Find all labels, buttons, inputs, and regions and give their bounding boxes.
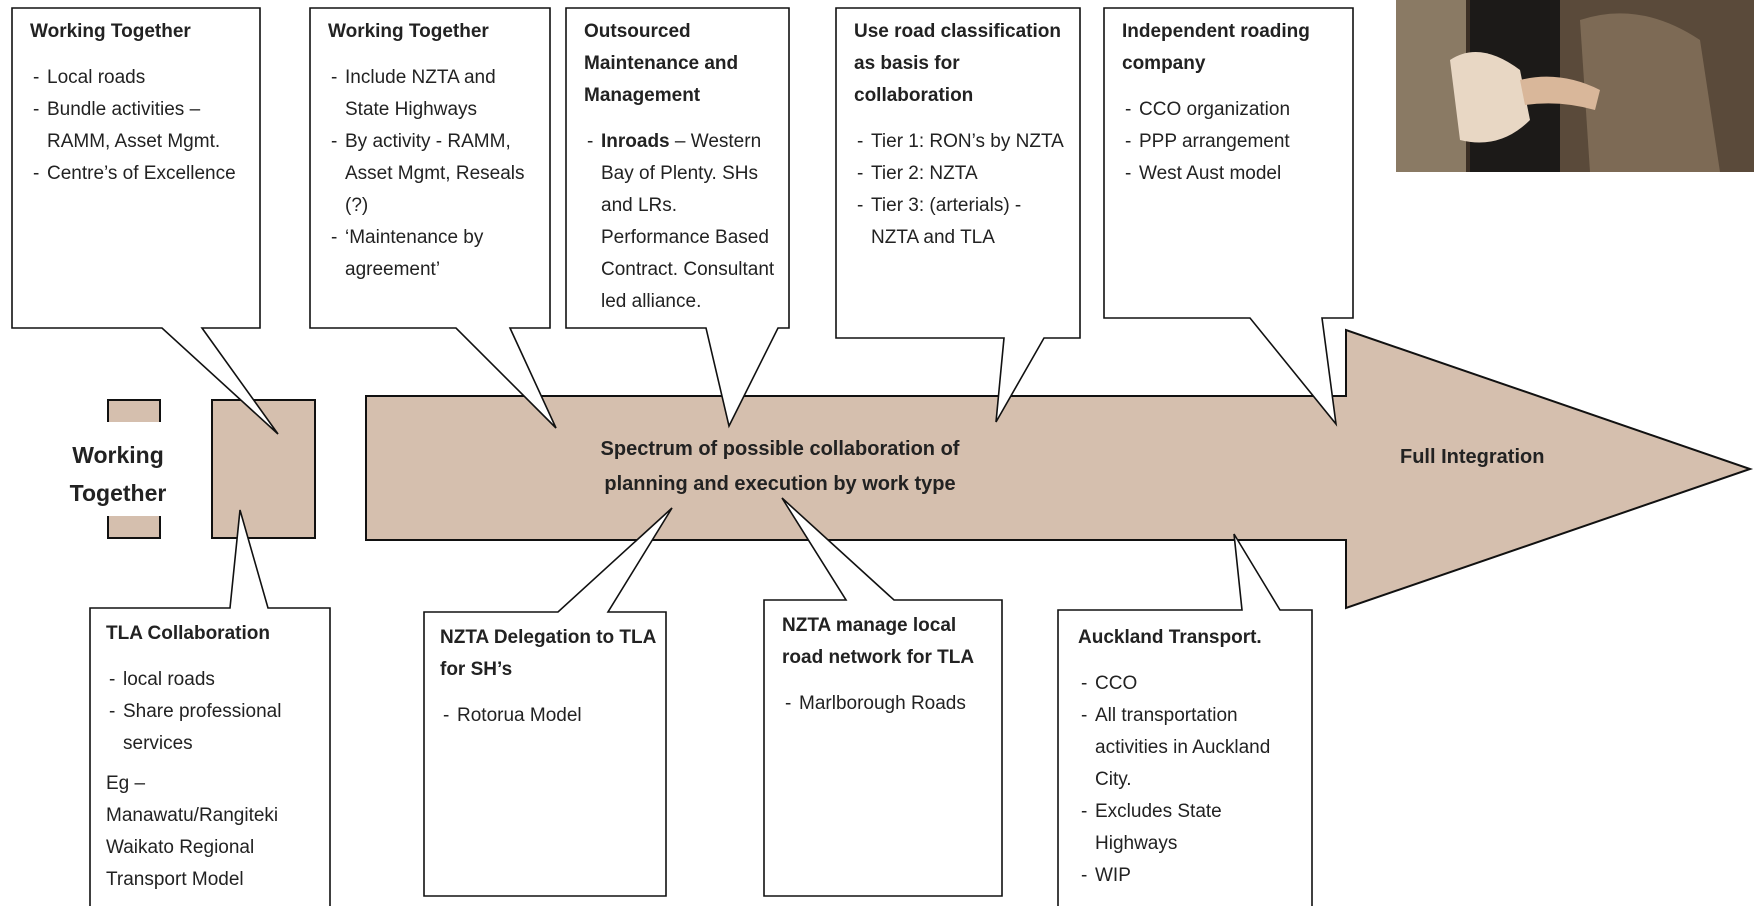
list-item: Rotorua Model [440,700,660,732]
list-item: Marlborough Roads [782,688,994,720]
spectrum-center-text: Spectrum of possible collaboration of pl… [560,432,1000,502]
spectrum-text-line2: planning and execution by work type [604,473,956,495]
working-together-label: Working Together [50,436,186,512]
inroads-description: – Western Bay of Plenty. SHs and LRs. Pe… [601,131,775,312]
callout-title: Working Together [30,21,191,42]
callout-list: Local roads Bundle activities – RAMM, As… [30,62,252,190]
callout-title: Independent roading company [1122,21,1310,74]
list-item: Centre’s of Excellence [30,158,252,190]
callout-list: Marlborough Roads [782,688,994,720]
callout-list: Tier 1: RON’s by NZTA Tier 2: NZTA Tier … [854,126,1072,254]
list-item: All transportation activities in Aucklan… [1078,700,1306,796]
callout-title: TLA Collaboration [106,623,270,644]
list-item: West Aust model [1122,158,1348,190]
list-item: ‘Maintenance by agreement’ [328,222,542,286]
photo-image [1396,0,1754,173]
list-item: local roads [106,664,322,696]
spectrum-text-line1: Spectrum of possible collaboration of [600,438,960,460]
callout-title: Outsourced Maintenance and Management [584,21,739,106]
list-item: Tier 1: RON’s by NZTA [854,126,1072,158]
full-integration-label: Full Integration [1400,446,1545,468]
list-item: CCO [1078,668,1306,700]
callout-list: Include NZTA and State Highways By activ… [328,62,542,286]
list-item: Inroads – Western Bay of Plenty. SHs and… [584,126,786,318]
callout-nzta-delegation: NZTA Delegation to TLA for SH’s Rotorua … [440,622,660,732]
callout-list: local roads Share professional services [106,664,322,760]
working-together-label-line2: Together [69,480,167,506]
callout-list: Inroads – Western Bay of Plenty. SHs and… [584,126,786,318]
list-item: Tier 2: NZTA [854,158,1072,190]
list-item: Bundle activities – RAMM, Asset Mgmt. [30,94,252,158]
callout-working-together-nzta: Working Together Include NZTA and State … [328,16,542,286]
callout-list: Rotorua Model [440,700,660,732]
spectrum-arrow [365,328,1754,610]
list-item: PPP arrangement [1122,126,1348,158]
callout-title: NZTA Delegation to TLA for SH’s [440,627,656,680]
callout-independent-roading: Independent roading company CCO organiza… [1122,16,1348,190]
list-item: By activity - RAMM, Asset Mgmt, Reseals … [328,126,542,222]
callout-list: CCO All transportation activities in Auc… [1078,668,1306,892]
callout-list: CCO organization PPP arrangement West Au… [1122,94,1348,190]
working-together-square [211,399,316,539]
working-together-bracket [48,399,228,539]
callout-outsourced-maintenance: Outsourced Maintenance and Management In… [584,16,786,318]
working-together-label-line1: Working [72,442,164,468]
inroads-label: Inroads [601,131,670,152]
callout-auckland-transport: Auckland Transport. CCO All transportati… [1078,622,1306,892]
callout-title: Use road classification as basis for col… [854,21,1061,106]
callout-title: Working Together [328,21,489,42]
callout-title: NZTA manage local road network for TLA [782,615,975,668]
callout-note: Eg – Manawatu/Rangiteki Waikato Regional… [106,773,279,890]
list-item: Share professional services [106,696,322,760]
callout-nzta-manage-local: NZTA manage local road network for TLA M… [782,610,994,720]
list-item: CCO organization [1122,94,1348,126]
callout-tla-collaboration: TLA Collaboration local roads Share prof… [106,618,322,896]
list-item: Excludes State Highways [1078,796,1306,860]
list-item: WIP [1078,860,1306,892]
callout-working-together-local: Working Together Local roads Bundle acti… [30,16,252,190]
callout-road-classification: Use road classification as basis for col… [854,16,1072,254]
callout-title: Auckland Transport. [1078,627,1262,648]
list-item: Tier 3: (arterials) - NZTA and TLA [854,190,1072,254]
list-item: Include NZTA and State Highways [328,62,542,126]
list-item: Local roads [30,62,252,94]
